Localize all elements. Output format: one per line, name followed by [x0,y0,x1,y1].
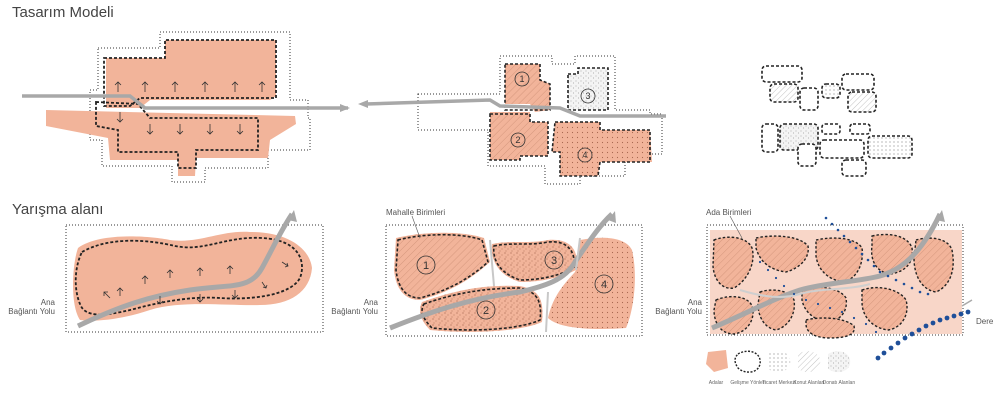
site-panel-1: Ana Bağlantı Yolu [8,210,324,333]
site-3-label-leader [729,215,743,239]
site-2-circles [416,250,614,320]
model-1-road-arrow [340,104,350,112]
site-1-label-ana: Ana [41,298,56,307]
site-panel-2: 1 3 4 2 Mahalle Birimleri Ana Bağlantı Y… [331,208,643,337]
site-2-num-3: 3 [551,255,557,267]
site-2-unit-outlines [395,233,576,331]
site-1-road-arrow [288,210,297,222]
legend-label-gelisme: Gelişme Yönleri [730,380,765,386]
model-1-boundary [89,31,311,183]
legend-swatch-konut [798,351,821,373]
site-3-local-road [739,283,871,298]
legend-label-donati: Donatı Alanları [823,380,856,386]
model-2-num-1: 1 [519,74,524,84]
model-2-circles [510,71,596,163]
site-2-unit-3 [491,239,577,282]
legend-swatch-ticaret [768,351,791,373]
site-2-unit-1 [394,232,490,300]
model-panel-2: 1 3 2 4 [358,55,666,185]
site-3-label-ana: Ana [688,298,703,307]
model-panel-1 [22,31,350,183]
model-2-unit-2-fill [490,112,548,160]
site-2-num-1: 1 [423,260,429,272]
legend-swatch-gelisme [734,350,761,373]
site-2-unit-2 [420,285,543,332]
model-1-road [22,94,348,110]
model-1-growth-top [103,39,277,107]
site-1-boundary [65,224,324,333]
site-2-local-roads [489,237,581,333]
site-2-numbers: 1 3 4 2 [423,255,607,317]
title-yarisma-alani: Yarışma alanı [12,201,104,218]
model-1-island-top [106,40,276,108]
site-3-road [711,212,943,331]
site-2-label-leader [411,215,421,239]
model-1-island-bottom [46,110,296,176]
model-1-arrows [114,81,266,135]
site-1-growth [74,237,303,316]
site-1-label-baglanti: Bağlantı Yolu [8,307,55,316]
site-3-label-ada: Ada Birimleri [706,208,752,217]
site-1-road [76,212,295,329]
site-3-stream-dotted [758,216,930,334]
legend-label-ticaret: Ticaret Merkezi [762,380,796,386]
site-2-unit-4 [548,237,635,329]
site-3-blocks [712,233,954,339]
model-2-road [365,98,666,118]
model-2-boundary [417,55,663,185]
legend-label-adalar: Adalar [709,380,724,386]
site-2-road [389,212,614,331]
site-2-num-4: 4 [601,279,607,291]
site-panel-3: Ada Birimleri Ana Bağlantı Yolu Dere [655,208,994,361]
site-3-road-arrow [936,210,945,222]
model-2-unit-4-fill [552,122,652,176]
site-3-label-baglanti: Bağlantı Yolu [655,307,702,316]
model-2-num-2: 2 [515,135,520,145]
site-2-road-arrow [608,211,616,223]
site-3-label-dere: Dere [976,317,994,326]
title-tasarim-modeli: Tasarım Modeli [12,4,114,21]
legend-swatch-donati [828,351,851,373]
model-2-unit-1-fill [505,64,550,112]
model-2-num-3: 3 [585,91,590,101]
site-2-label-ana: Ana [364,298,379,307]
model-2-numbers: 1 3 2 4 [515,74,590,160]
site-2-boundary [385,224,643,337]
legend-label-konut: Konut Alanları [793,380,824,386]
site-2-label-baglanti: Bağlantı Yolu [331,307,378,316]
model-2-road-arrow [358,100,368,108]
site-2-label-mahalle: Mahalle Birimleri [386,208,445,217]
site-2-num-2: 2 [483,305,489,317]
site-3-stream-main [875,309,971,361]
legend-swatch-adalar [706,350,728,372]
model-panel-3 [761,65,913,177]
model-2-num-4: 4 [582,150,587,160]
model-1-growth-bottom [95,101,259,169]
site-1-arrows [103,261,289,305]
legend: Adalar Gelişme Yönleri Ticaret Merkezi K… [706,350,855,386]
